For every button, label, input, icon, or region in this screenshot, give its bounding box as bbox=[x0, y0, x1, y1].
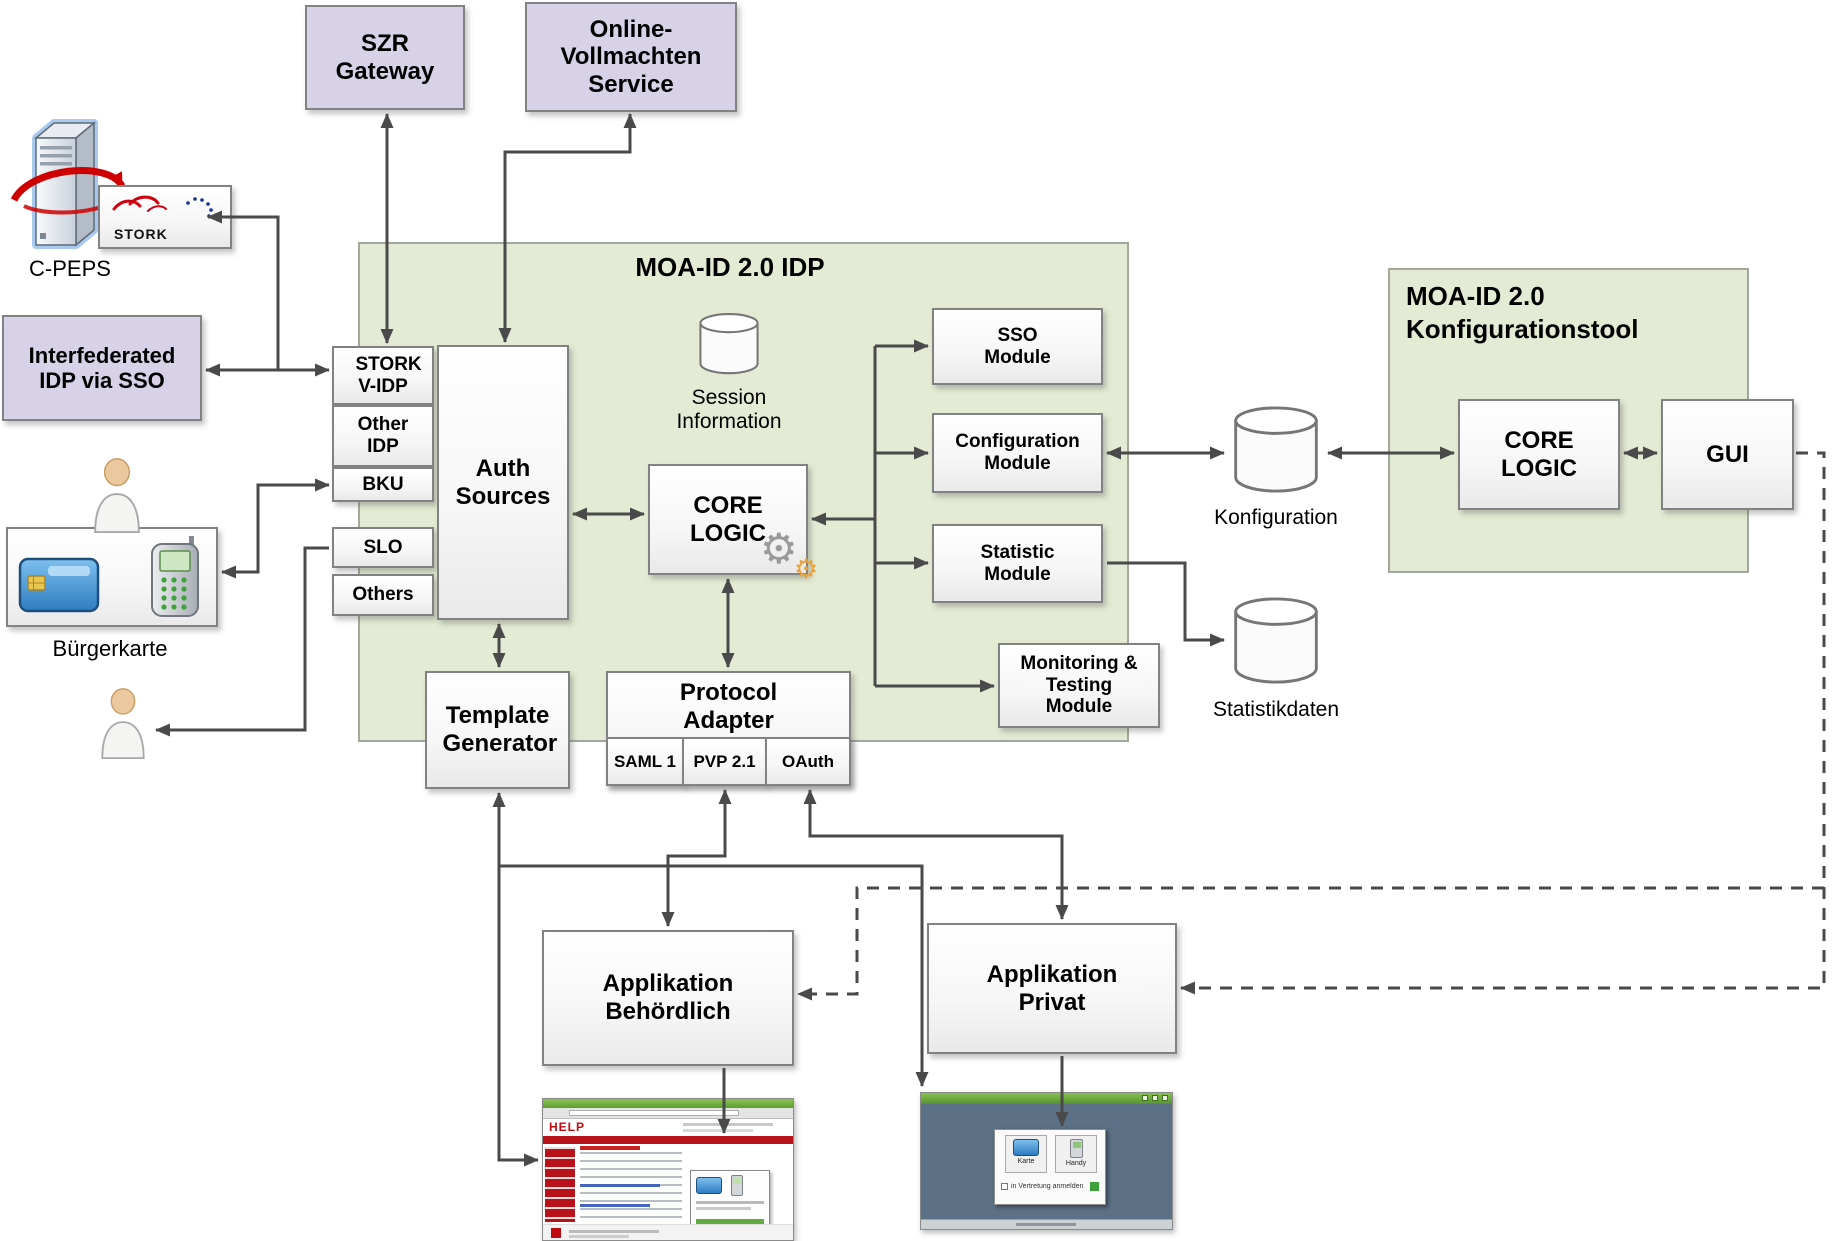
window-button bbox=[1152, 1095, 1158, 1101]
online-vollmachten-box: Online-Vollmachten Service bbox=[525, 2, 737, 112]
statistic-module-label: Statistic Module bbox=[980, 541, 1055, 585]
pvp21-label: PVP 2.1 bbox=[693, 751, 756, 771]
szr-gateway-label: SZR Gateway bbox=[335, 29, 435, 85]
buergerkarte-label: Bürgerkarte bbox=[52, 636, 168, 661]
window-statusbar bbox=[921, 1219, 1172, 1229]
session-info-text: Session Information bbox=[676, 386, 782, 433]
core-logic-box: CORE LOGIC bbox=[648, 464, 808, 575]
stork-logo: STORK bbox=[98, 185, 232, 249]
protocol-adapter-label: Protocol Adapter bbox=[679, 679, 778, 734]
bku-window-body: Karte Handy in Vertretung anmelden bbox=[921, 1104, 1172, 1219]
configuration-module-label: Configuration Module bbox=[955, 431, 1080, 474]
interfederated-idp-box: Interfederated IDP via SSO bbox=[2, 315, 202, 421]
session-info-label: Session Information bbox=[664, 386, 794, 434]
browser-toolbar bbox=[543, 1108, 793, 1119]
idp-title: MOA-ID 2.0 IDP bbox=[635, 252, 825, 282]
saml1-label: SAML 1 bbox=[613, 751, 677, 771]
monitoring-module-box: Monitoring & Testing Module bbox=[998, 643, 1160, 728]
smartcard-icon bbox=[18, 557, 100, 613]
person-icon bbox=[101, 688, 145, 759]
mini-phone-icon bbox=[1069, 1139, 1083, 1158]
mini-green-indicator bbox=[1090, 1181, 1099, 1191]
slo-box: SLO bbox=[332, 527, 434, 568]
sso-module-label: SSO Module bbox=[984, 324, 1051, 368]
konfigtool-core-logic-box: CORE LOGIC bbox=[1458, 399, 1620, 510]
cpeps-server-icon bbox=[10, 119, 126, 249]
gui-label: GUI bbox=[1706, 440, 1749, 468]
session-db-icon bbox=[699, 313, 759, 375]
gui-box: GUI bbox=[1661, 399, 1794, 510]
core-logic-label: CORE LOGIC bbox=[690, 491, 766, 547]
pvp21-box: PVP 2.1 bbox=[682, 737, 767, 786]
person-icon bbox=[94, 458, 140, 534]
template-generator-label: Template Generator bbox=[442, 702, 558, 757]
online-vollmachten-label: Online-Vollmachten Service bbox=[560, 15, 702, 98]
oauth-box: OAuth bbox=[765, 737, 851, 786]
stork-vidp-box: STORK V-IDP bbox=[332, 346, 434, 405]
mini-card-icon bbox=[1013, 1139, 1039, 1156]
other-idp-box: Other IDP bbox=[332, 405, 434, 467]
stork-logo-text: STORK bbox=[114, 226, 168, 242]
app-behoerdlich-box: Applikation Behördlich bbox=[542, 930, 794, 1066]
bku-login-screenshot: Karte Handy in Vertretung anmelden bbox=[920, 1092, 1173, 1230]
browser-titlebar bbox=[543, 1099, 793, 1108]
gear-icon: ⚙ bbox=[760, 525, 798, 572]
vertretung-label: in Vertretung anmelden bbox=[1011, 1182, 1084, 1190]
bku-label: BKU bbox=[362, 473, 404, 495]
help-brand-text: HELP bbox=[549, 1120, 586, 1134]
help-masthead: HELP bbox=[543, 1119, 793, 1136]
help-footer bbox=[543, 1224, 793, 1240]
karte-label: Karte bbox=[1017, 1158, 1035, 1165]
cpeps-label: C-PEPS bbox=[29, 256, 111, 281]
app-behoerdlich-label: Applikation Behördlich bbox=[602, 970, 734, 1025]
handy-label: Handy bbox=[1065, 1160, 1087, 1167]
others-label: Others bbox=[352, 584, 414, 606]
konfigtool-title: MOA-ID 2.0 Konfigurationstool bbox=[1406, 281, 1639, 344]
checkbox-icon bbox=[1001, 1182, 1008, 1190]
auth-sources-label: Auth Sources bbox=[455, 454, 551, 510]
template-generator-box: Template Generator bbox=[425, 671, 570, 789]
gear-icon: ⚙ bbox=[794, 554, 819, 584]
statistic-module-box: Statistic Module bbox=[932, 524, 1103, 603]
others-box: Others bbox=[332, 574, 434, 616]
configuration-module-box: Configuration Module bbox=[932, 413, 1103, 493]
window-titlebar bbox=[921, 1093, 1172, 1104]
window-button bbox=[1142, 1095, 1148, 1101]
stork-vidp-label: STORK V-IDP bbox=[355, 353, 422, 397]
saml1-box: SAML 1 bbox=[606, 737, 684, 786]
bku-selection-dialog: Karte Handy in Vertretung anmelden bbox=[994, 1129, 1106, 1205]
szr-gateway-box: SZR Gateway bbox=[305, 5, 465, 110]
help-bku-popup bbox=[690, 1170, 770, 1234]
app-privat-label: Applikation Privat bbox=[986, 960, 1118, 1016]
konfiguration-db-icon bbox=[1234, 406, 1318, 493]
sso-module-box: SSO Module bbox=[932, 308, 1103, 385]
oauth-label: OAuth bbox=[782, 751, 834, 771]
slo-label: SLO bbox=[363, 536, 403, 558]
address-bar bbox=[569, 1110, 739, 1116]
auth-sources-box: Auth Sources bbox=[437, 345, 569, 620]
help-website-screenshot: HELP bbox=[542, 1098, 794, 1241]
konfiguration-label: Konfiguration bbox=[1214, 506, 1338, 529]
help-navbar bbox=[543, 1136, 793, 1144]
mini-card-icon bbox=[696, 1177, 722, 1194]
app-privat-box: Applikation Privat bbox=[927, 923, 1177, 1054]
mini-green-button bbox=[696, 1219, 764, 1228]
statistikdaten-label: Statistikdaten bbox=[1212, 698, 1340, 721]
statistik-db-icon bbox=[1234, 597, 1318, 684]
konfigtool-core-logic-label: CORE LOGIC bbox=[1501, 426, 1577, 482]
interfederated-idp-label: Interfederated IDP via SSO bbox=[28, 342, 176, 393]
mobile-phone-icon bbox=[151, 536, 199, 617]
other-idp-label: Other IDP bbox=[357, 414, 409, 457]
stork-logo-graphic: STORK bbox=[112, 195, 213, 242]
window-button bbox=[1162, 1095, 1168, 1101]
bku-box: BKU bbox=[332, 467, 434, 502]
vertretung-checkbox-row: in Vertretung anmelden bbox=[1001, 1180, 1099, 1192]
help-left-menu bbox=[545, 1147, 575, 1222]
karte-button: Karte bbox=[1005, 1135, 1047, 1173]
monitoring-module-label: Monitoring & Testing Module bbox=[1020, 652, 1138, 718]
handy-button: Handy bbox=[1055, 1135, 1097, 1173]
help-page-body bbox=[543, 1144, 793, 1234]
